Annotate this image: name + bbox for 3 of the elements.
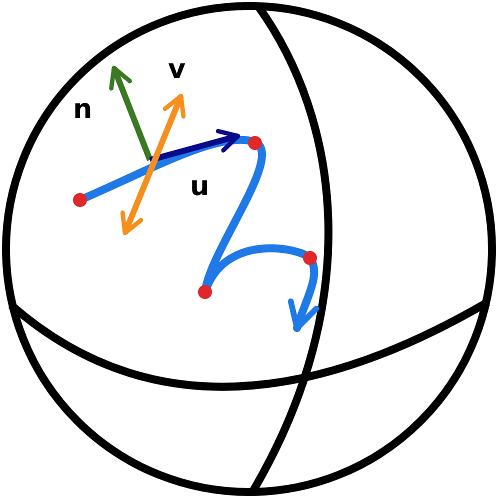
vector-label: v — [168, 56, 186, 83]
vector-label: u — [190, 173, 210, 200]
vector-label: n — [73, 96, 92, 123]
